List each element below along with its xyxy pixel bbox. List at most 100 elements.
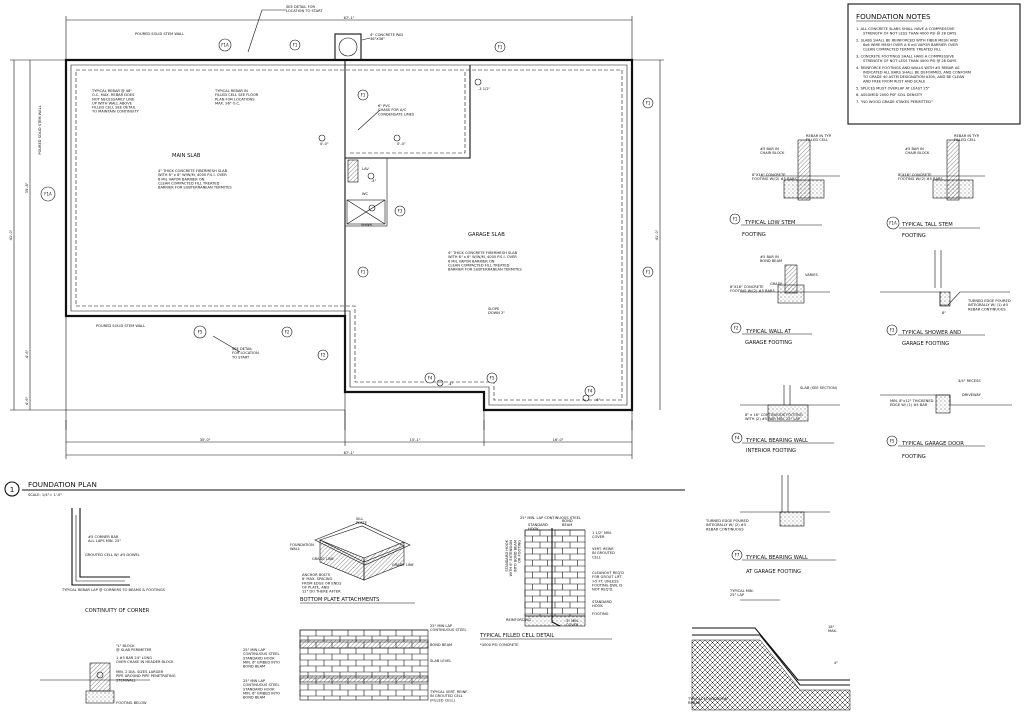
svg-text:8": 8" — [942, 311, 946, 315]
svg-text:3/4" RECESS: 3/4" RECESS — [958, 379, 981, 383]
right-dim-overall: 41'-0" — [655, 229, 659, 240]
svg-text:FOOTING: FOOTING — [742, 232, 766, 238]
garage-slab-label: GARAGE SLAB — [468, 232, 505, 238]
note-item: 1. ALL CONCRETE SLABS SHALL HAVE A COMPR… — [856, 27, 957, 36]
lav-label: LAV — [362, 167, 369, 171]
bottom-dim-middle: 15'-1" — [410, 438, 421, 442]
elevation-d: -4" — [371, 179, 377, 183]
top-dim-overall: 67'-1" — [344, 16, 355, 20]
notes-title: FOUNDATION NOTES — [856, 12, 931, 21]
svg-text:F3: F3 — [398, 209, 403, 214]
left-dim-low: 4'-6" — [25, 396, 29, 405]
detail-f1-title: TYPICAL LOW STEM — [744, 220, 796, 226]
svg-text:GRADE LINE: GRADE LINE — [312, 557, 335, 561]
note-item: 4. REINFORCE FOOTINGS AND WALLS WITH #5 … — [856, 66, 971, 84]
svg-text:FOOTING: FOOTING — [592, 612, 609, 616]
elevation-c: 0'-0" — [397, 142, 406, 146]
plan-outline — [64, 58, 634, 412]
svg-text:1 1/2" MIN.COVER: 1 1/2" MIN.COVER — [592, 531, 612, 539]
svg-text:INTERIOR FOOTING: INTERIOR FOOTING — [746, 448, 796, 454]
main-slab-label: MAIN SLAB — [172, 153, 201, 159]
detail-f5-title: TYPICAL GARAGE DOOR — [901, 441, 964, 447]
svg-text:STANDARD HOOKWITH 6" EXTENSION: STANDARD HOOKWITH 6" EXTENSIONINTO BOND … — [505, 539, 521, 576]
svg-text:AT GARAGE FOOTING: AT GARAGE FOOTING — [746, 569, 801, 575]
svg-text:F5: F5 — [198, 330, 203, 335]
detail-f1a-title: TYPICAL TALL STEM — [901, 222, 953, 228]
svg-text:GRADE: GRADE — [770, 282, 783, 286]
detail-f5: 3/4" RECESS DRIVEWAY MIN. 8"x12" THICKEN… — [880, 379, 1012, 460]
note-item: 7. "NO WOOD GRADE STAKES PERMITTED" — [856, 100, 933, 104]
svg-text:BOND BEAM: BOND BEAM — [430, 643, 452, 647]
elevation-e: -4" — [448, 382, 454, 386]
svg-text:F4: F4 — [735, 436, 740, 441]
plate-title: BOTTOM PLATE ATTACHMENTS — [300, 597, 379, 603]
svg-text:TYPICAL VERT. REINF.IN GROUTED: TYPICAL VERT. REINF.IN GROUTED CELL(FILL… — [429, 690, 468, 702]
filled-cell-title: TYPICAL FILLED CELL DETAIL — [479, 633, 554, 639]
svg-text:F2: F2 — [285, 330, 290, 335]
svg-text:VARIES: VARIES — [805, 273, 819, 277]
svg-text:F5: F5 — [490, 376, 495, 381]
foundation-notes: FOUNDATION NOTES 1. ALL CONCRETE SLABS S… — [847, 3, 1021, 125]
bath-area — [344, 157, 388, 227]
svg-text:GRADE LINE: GRADE LINE — [392, 563, 415, 567]
bottom-dim-left: 35'-0" — [200, 438, 211, 442]
plan-detail-bubbles: F1A F1 F1 F1 F1 F1A F1 F1 F2 F3 F4 F2 F5… — [40, 38, 654, 397]
notes-list: 1. ALL CONCRETE SLABS SHALL HAVE A COMPR… — [856, 27, 971, 104]
svg-text:F1A: F1A — [221, 43, 229, 48]
detail-f3-title: TYPICAL SHOWER AND — [901, 330, 961, 336]
elevation-b: 0'-0" — [320, 142, 329, 146]
svg-text:SLAB (SEE SECTION): SLAB (SEE SECTION) — [800, 386, 838, 390]
detail-f4: SLAB (SEE SECTION) 8" x 16" CONTINUOUS F… — [731, 385, 840, 454]
plan-title-block: 1 FOUNDATION PLAN SCALE: 1/4"= 1'-0" — [4, 480, 685, 497]
bottom-dim-right: 16'-0" — [553, 438, 564, 442]
svg-text:SLAB LEVEL: SLAB LEVEL — [430, 659, 451, 663]
corner-title: CONTINUITY OF CORNER — [85, 608, 150, 614]
svg-text:4": 4" — [834, 661, 838, 665]
svg-text:FOOTING: FOOTING — [902, 454, 926, 460]
detail-f4-title: TYPICAL BEARING WALL — [745, 438, 808, 444]
foundation-plan: 67'-1" 35'-0" 15'-1" 16'-0" 67'-1" 41'-0… — [9, 5, 664, 459]
svg-text:F1: F1 — [733, 217, 738, 222]
wc-label: WC — [362, 192, 369, 196]
plan-scale: SCALE: 1/4"= 1'-0" — [28, 493, 62, 497]
plan-title: FOUNDATION PLAN — [28, 480, 97, 489]
svg-text:F2: F2 — [321, 353, 326, 358]
svg-text:25" MIN. LAP CONTINUOUS STEEL: 25" MIN. LAP CONTINUOUS STEEL — [520, 516, 581, 520]
svg-text:*3000 PSI CONCRETE: *3000 PSI CONCRETE — [480, 643, 519, 647]
note-item: 5. SPLICES MUST OVERLAP AT LEAST 25" — [856, 86, 930, 90]
svg-text:18"MAX.: 18"MAX. — [828, 625, 837, 633]
svg-text:F1: F1 — [293, 43, 298, 48]
svg-text:"L" BLOCK@ SLAB PERIMETER: "L" BLOCK@ SLAB PERIMETER — [116, 644, 152, 652]
svg-text:FOOTING BELOW: FOOTING BELOW — [116, 701, 147, 705]
detail-f7-title: TYPICAL BEARING WALL — [745, 555, 808, 561]
poured-wall-bottom-label: POURED SOLID STEM WALL — [96, 324, 145, 328]
note-item: 2. SLABS SHALL BE REINFORCED WITH FIBER … — [856, 38, 958, 51]
note-item: 6. ASSUMED 2000 PSF SOIL DENSITY — [856, 93, 923, 97]
